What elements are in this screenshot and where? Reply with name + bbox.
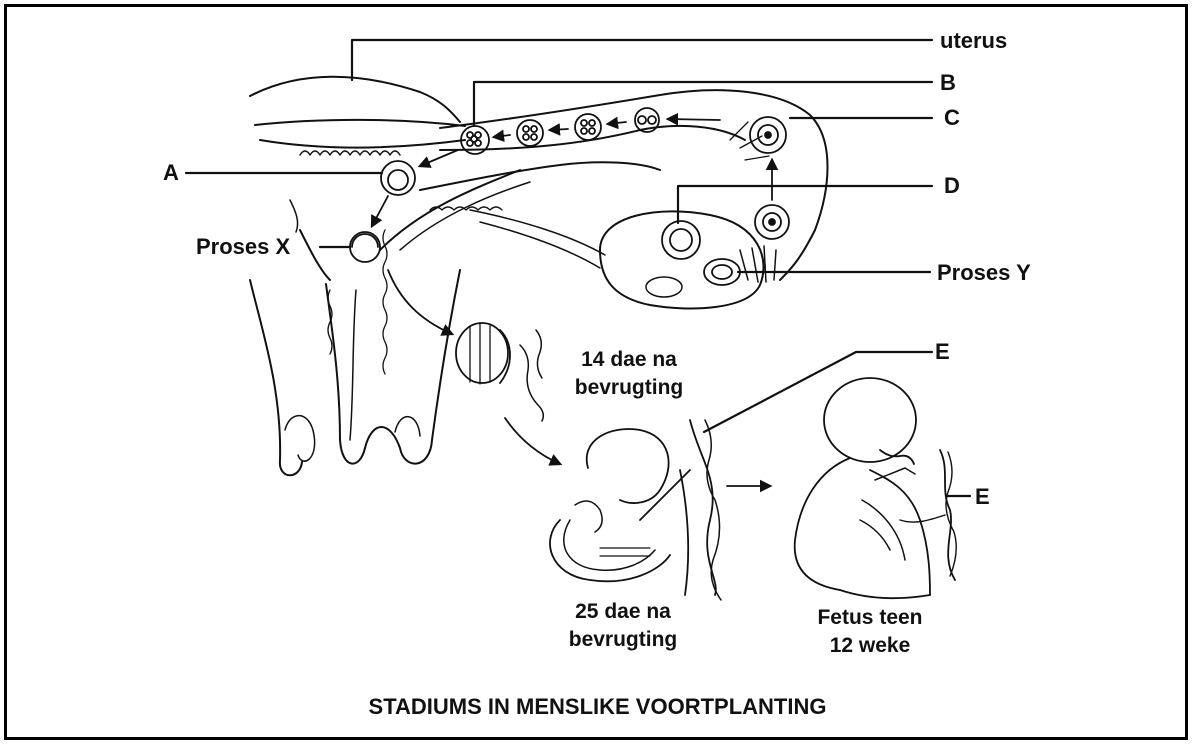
- diagram-caption: STADIUMS IN MENSLIKE VOORTPLANTING: [0, 694, 1195, 720]
- label-14-days-line2: bevrugting: [555, 374, 703, 402]
- label-a: A: [163, 162, 179, 184]
- label-14-days: 14 dae na bevrugting: [555, 346, 703, 402]
- label-25-days-line2: bevrugting: [548, 626, 698, 654]
- fetus-12-weeks: [795, 378, 957, 598]
- embryo-25-days: [550, 420, 721, 600]
- label-d: D: [944, 175, 960, 197]
- label-fetus-line1: Fetus teen: [790, 604, 950, 632]
- label-c: C: [944, 107, 960, 129]
- label-e-top: E: [935, 341, 950, 363]
- label-25-days: 25 dae na bevrugting: [548, 598, 698, 654]
- process-arrows: [372, 119, 772, 486]
- uterus-outline: [250, 77, 465, 476]
- label-proses-y: Proses Y: [937, 262, 1031, 284]
- label-fetus: Fetus teen 12 weke: [790, 604, 950, 660]
- label-uterus: uterus: [940, 30, 1007, 52]
- label-e-right: E: [975, 486, 990, 508]
- label-b: B: [940, 72, 956, 94]
- zygote-cells: [350, 108, 789, 285]
- label-proses-x: Proses X: [196, 236, 290, 258]
- label-14-days-line1: 14 dae na: [555, 346, 703, 374]
- label-25-days-line1: 25 dae na: [548, 598, 698, 626]
- label-fetus-line2: 12 weke: [790, 632, 950, 660]
- embryo-14-days: [456, 323, 543, 421]
